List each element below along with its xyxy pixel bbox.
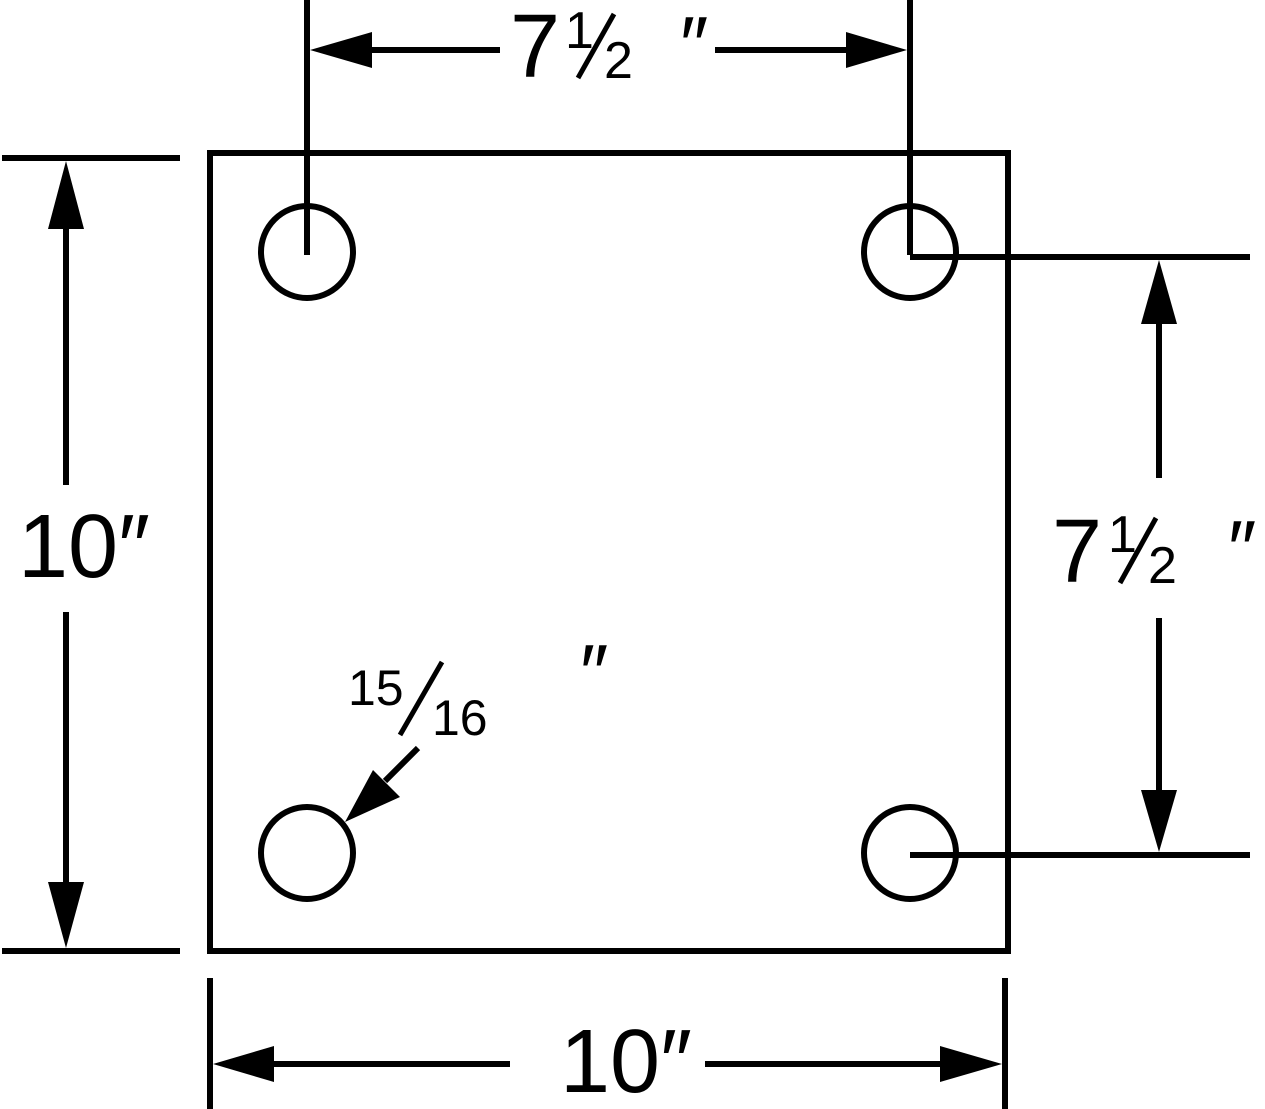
right-dimension-label: 7 1 2 ″ xyxy=(1052,502,1256,602)
right-dim-frac-num: 1 xyxy=(1108,506,1137,564)
bottom-dim-label: 10″ xyxy=(560,1012,692,1109)
right-dimension xyxy=(910,254,1250,858)
right-dim-unit: ″ xyxy=(1228,504,1256,593)
right-dim-frac-bar xyxy=(1117,516,1159,585)
top-dim-whole: 7 xyxy=(510,0,560,97)
hole-dim-frac-bar xyxy=(397,660,445,737)
bottom-arrowhead-right xyxy=(940,1046,1002,1082)
hole-diameter-callout: 15 16 ″ xyxy=(345,628,608,822)
top-dimension-label: 7 1 2 ″ xyxy=(510,0,708,97)
leader-arrowhead xyxy=(345,770,400,822)
left-arrowhead-top xyxy=(48,161,84,229)
bottom-arrowhead-left xyxy=(213,1046,274,1082)
top-dimension xyxy=(304,0,913,255)
right-dim-frac-den: 2 xyxy=(1148,537,1177,595)
right-arrowhead-bottom xyxy=(1141,790,1177,852)
top-arrowhead-right xyxy=(846,32,907,68)
hole-dim-frac-den: 16 xyxy=(432,690,488,746)
left-dim-label: 10″ xyxy=(18,497,150,597)
top-dim-frac-bar xyxy=(575,12,617,80)
hole-bottom-left xyxy=(258,804,356,902)
left-arrowhead-bottom xyxy=(48,882,84,948)
right-dim-whole: 7 xyxy=(1052,502,1102,602)
plate-outline xyxy=(207,150,1011,954)
leader-line xyxy=(382,745,421,784)
right-arrowhead-top xyxy=(1141,260,1177,324)
top-arrowhead-left xyxy=(310,32,372,68)
top-dim-frac-num: 1 xyxy=(565,2,594,60)
top-dim-frac-den: 2 xyxy=(604,32,633,90)
hole-dim-unit: ″ xyxy=(580,628,608,717)
hole-dim-frac-num: 15 xyxy=(348,660,404,716)
bottom-dimension xyxy=(207,978,1008,1109)
left-dimension xyxy=(2,155,180,954)
top-dim-unit: ″ xyxy=(680,0,708,89)
